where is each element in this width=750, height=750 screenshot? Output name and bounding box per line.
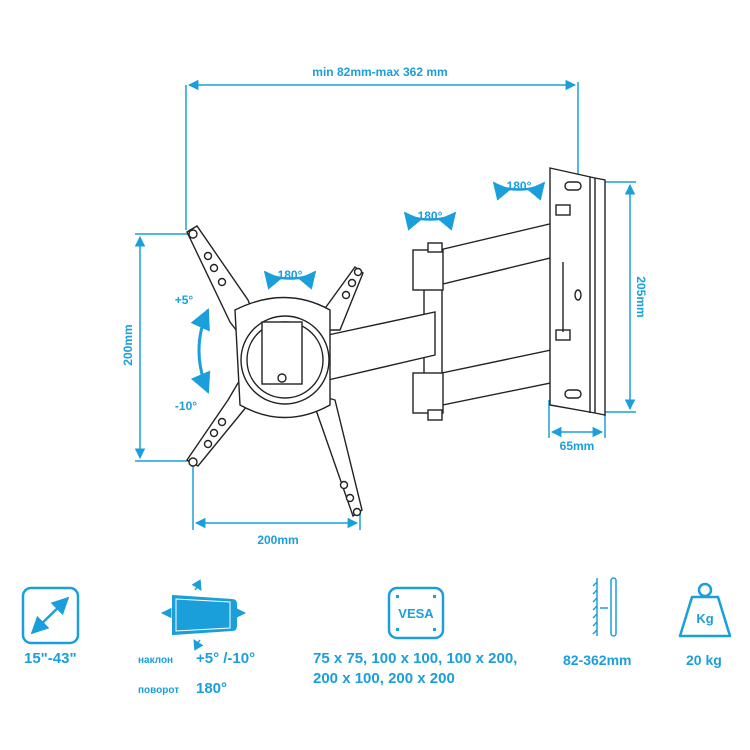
plate-width-label: 200mm bbox=[257, 533, 298, 547]
dimension-lines bbox=[134, 79, 636, 530]
vesa-icon: VESA bbox=[387, 586, 445, 640]
wall-distance-icon bbox=[592, 577, 617, 637]
weight-icon-text: Kg bbox=[696, 611, 713, 626]
tilt-label: наклон bbox=[138, 655, 174, 666]
diagonal-arrow-icon bbox=[21, 586, 80, 645]
swivel-label: поворот bbox=[138, 685, 180, 696]
tv-mount-drawing bbox=[185, 167, 606, 518]
screen-size-value: 15"-43" bbox=[24, 650, 77, 667]
plate-height-label: 200mm bbox=[121, 324, 135, 365]
tilt-down-label: -10° bbox=[175, 399, 197, 413]
width-range-label: min 82mm-max 362 mm bbox=[312, 65, 447, 79]
wall-plate-width-label: 65mm bbox=[560, 439, 595, 453]
swivel-label: 180° bbox=[507, 179, 532, 193]
tilt-screen-icon bbox=[160, 579, 247, 651]
weight-icon: Kg bbox=[678, 582, 732, 638]
weight-value: 20 kg bbox=[686, 652, 722, 668]
tilt-up-label: +5° bbox=[175, 293, 194, 307]
vesa-sizes-line1: 75 x 75, 100 x 100, 100 x 200, bbox=[313, 650, 518, 667]
swivel-label: 180° bbox=[418, 209, 443, 223]
tilt-value: +5° /-10° bbox=[196, 650, 256, 667]
vesa-sizes-line2: 200 x 100, 200 x 200 bbox=[313, 670, 455, 687]
swivel-value: 180° bbox=[196, 680, 228, 697]
distance-value: 82-362mm bbox=[563, 652, 632, 668]
vesa-icon-text: VESA bbox=[398, 606, 434, 621]
swivel-label: 180° bbox=[278, 268, 303, 282]
wall-plate-height-label: 205mm bbox=[634, 276, 648, 317]
